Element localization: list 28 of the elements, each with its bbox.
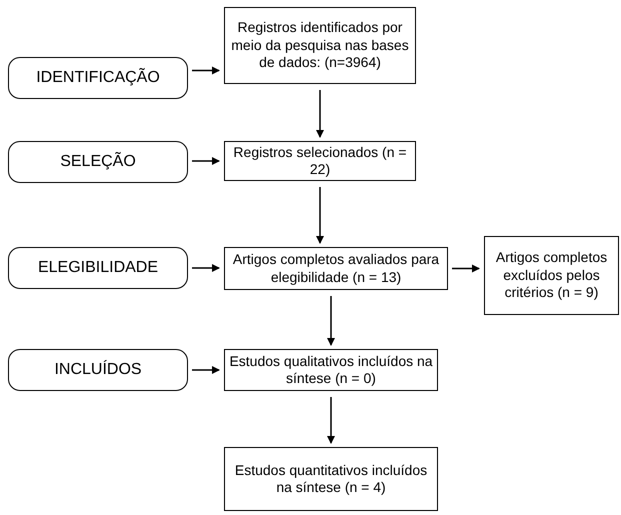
box-text: Artigos completos avaliados para elegibilidade (n = 13) — [232, 251, 440, 286]
box-text: Registros selecionados (n = 22) — [232, 144, 408, 178]
process-box — [224, 247, 448, 290]
process-box — [224, 141, 416, 181]
box-text: SELEÇÃO — [60, 152, 136, 172]
box-text: INCLUÍDOS — [54, 360, 142, 380]
arrow — [316, 187, 324, 244]
arrow — [327, 397, 335, 444]
arrow — [192, 264, 220, 272]
box-text: Estudos qualitativos incluídos na síntese (n = 0) — [229, 352, 433, 388]
stage-box — [8, 57, 188, 99]
arrow — [452, 264, 480, 272]
box-text: IDENTIFICAÇÃO — [36, 68, 160, 88]
arrow — [192, 66, 220, 74]
stage-box — [8, 247, 188, 289]
box-text: ELEGIBILIDADE — [38, 258, 158, 278]
arrow — [327, 296, 335, 346]
box-text: Artigos completos excluídos pelos critérios (n = 9) — [494, 249, 608, 302]
stage-box — [8, 349, 188, 391]
box-text: Estudos quantitativos incluídos na síntese (n = 4) — [234, 462, 428, 496]
stage-box — [8, 141, 188, 183]
process-box — [224, 447, 438, 511]
arrow — [192, 366, 220, 374]
arrow — [192, 157, 220, 165]
arrow — [316, 90, 324, 138]
process-box — [484, 236, 619, 315]
process-box — [224, 7, 416, 84]
box-text: Registros identificados por meio da pesquisa nas bases de dados: (n=3964) — [230, 19, 410, 72]
